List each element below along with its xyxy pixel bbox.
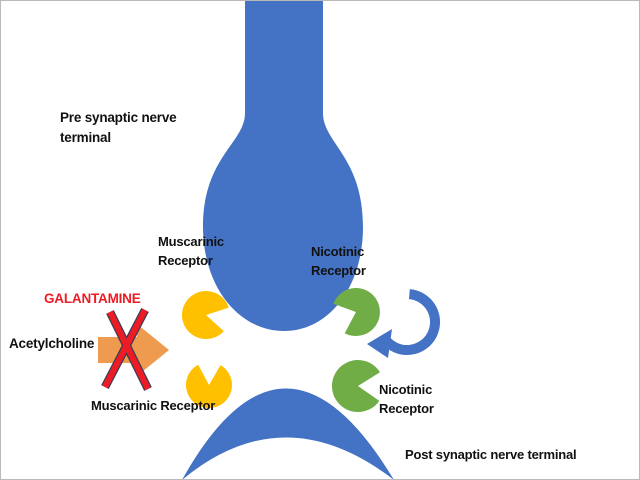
muscarinic-receptor-top-label: Muscarinic Receptor: [158, 234, 224, 268]
nicotinic-receptor-bottom-icon: [331, 360, 380, 413]
galantamine-label: GALANTAMINE: [44, 291, 141, 306]
curved-arrow-icon: [381, 289, 440, 355]
postsynaptic-membrane-shape: [182, 388, 394, 479]
nicotinic-receptor-bottom-label: Nicotinic Receptor: [379, 382, 434, 416]
inhibition-x-icon: [102, 308, 148, 389]
pre-synaptic-terminal-label: Pre synaptic nerve terminal: [60, 110, 177, 145]
acetylcholine-label: Acetylcholine: [9, 336, 95, 351]
curved-arrow-head-icon: [367, 329, 392, 358]
inhibition-x-icon: [107, 310, 151, 391]
muscarinic-receptor-bottom-icon: [185, 364, 232, 409]
presynaptic-neuron-shape: [203, 1, 363, 331]
muscarinic-receptor-top-icon: [181, 291, 229, 340]
nicotinic-receptor-top-label: Nicotinic Receptor: [311, 244, 366, 278]
post-synaptic-terminal-label: Post synaptic nerve terminal: [405, 447, 577, 462]
muscarinic-receptor-bottom-label: Muscarinic Receptor: [91, 398, 216, 413]
nicotinic-receptor-top-icon: [333, 288, 380, 337]
